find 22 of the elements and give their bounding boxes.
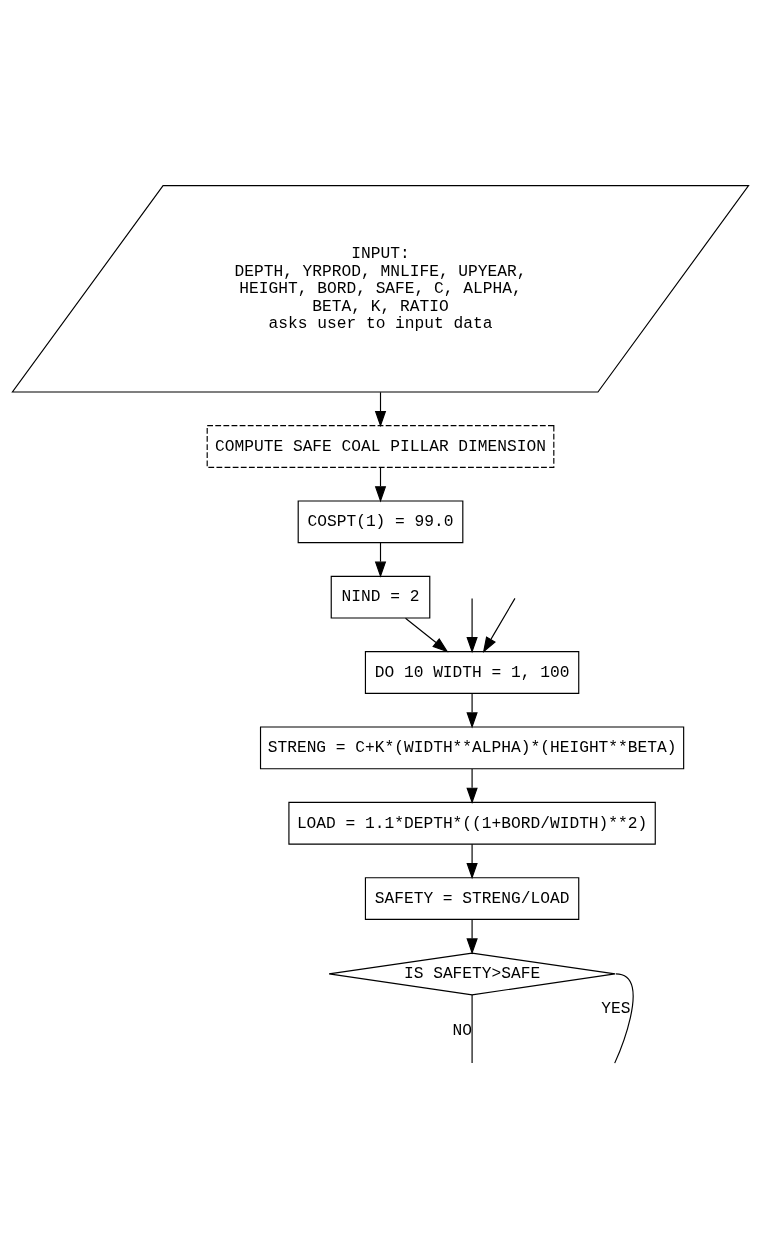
arrow [466, 597, 478, 653]
arrow [374, 541, 387, 578]
arrow [466, 843, 478, 879]
arrow [374, 391, 387, 427]
node-box: COSPT(1) = 99.0 [297, 499, 464, 543]
node-box: NIND = 2 [330, 575, 431, 619]
connector [614, 972, 634, 1064]
node-box: SAFETY = STRENG/LOAD [364, 876, 580, 920]
edge-label: YES [601, 998, 631, 1018]
arrow [374, 466, 387, 502]
arrow [466, 692, 478, 729]
arrow [466, 767, 478, 804]
arrow [482, 597, 516, 653]
node-box: STRENG = C+K*(WIDTH**ALPHA)*(HEIGHT**BETA) [259, 725, 685, 769]
node-box: LOAD = 1.1*DEPTH*((1+BORD/WIDTH)**2) [288, 801, 656, 845]
arrow [404, 617, 449, 653]
node-box: DO 10 WIDTH = 1, 100 [364, 650, 580, 694]
arrow [466, 918, 478, 955]
connector [471, 993, 473, 1064]
node-box: COMPUTE SAFE COAL PILLAR DIMENSION [206, 424, 555, 468]
edge-label: NO [452, 1020, 472, 1040]
node-diamond: IS SAFETY>SAFE [328, 952, 616, 995]
